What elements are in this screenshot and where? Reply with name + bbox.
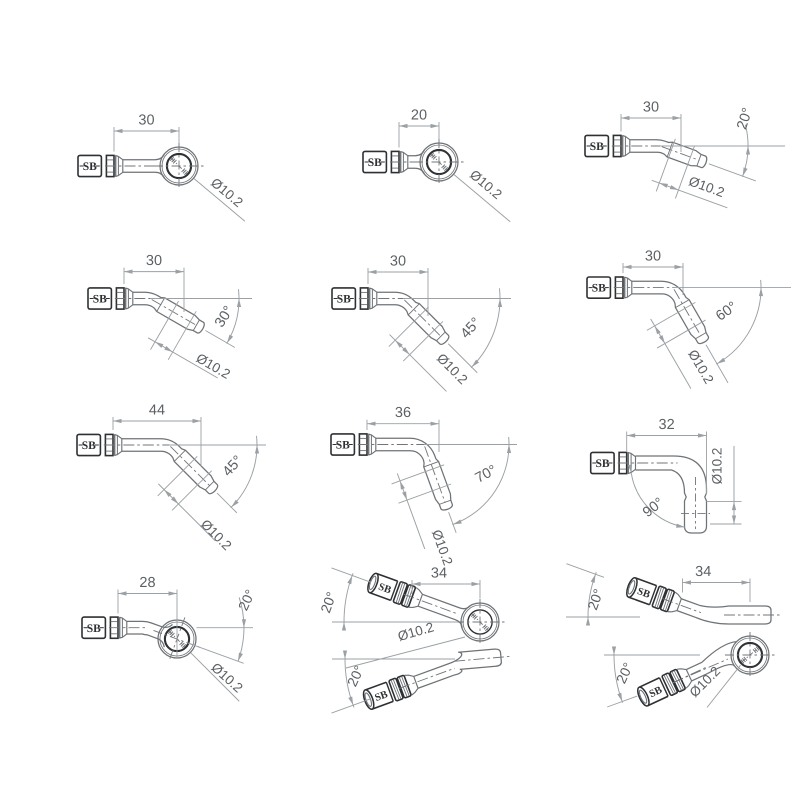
svg-text:20°: 20° <box>317 590 339 615</box>
svg-text:SB: SB <box>337 294 351 306</box>
svg-text:34: 34 <box>431 566 447 582</box>
svg-text:SB: SB <box>368 157 382 169</box>
svg-text:36: 36 <box>395 405 411 421</box>
svg-text:SB: SB <box>93 294 107 306</box>
svg-text:32: 32 <box>659 417 675 433</box>
svg-text:SB: SB <box>592 283 606 295</box>
svg-text:SB: SB <box>373 689 389 704</box>
svg-text:SB: SB <box>595 458 609 470</box>
svg-text:20: 20 <box>411 108 427 124</box>
svg-text:SB: SB <box>590 141 604 153</box>
svg-text:SB: SB <box>648 685 664 700</box>
svg-text:30: 30 <box>390 254 406 270</box>
svg-text:28: 28 <box>139 575 155 591</box>
svg-text:SB: SB <box>636 586 652 601</box>
svg-text:SB: SB <box>83 161 97 173</box>
svg-text:20°: 20° <box>584 587 606 612</box>
svg-text:30: 30 <box>146 253 162 269</box>
svg-text:30: 30 <box>645 249 661 265</box>
svg-text:SB: SB <box>82 440 96 452</box>
svg-text:30: 30 <box>643 100 659 116</box>
svg-text:30: 30 <box>138 113 154 129</box>
svg-text:34: 34 <box>695 564 711 580</box>
svg-text:SB: SB <box>377 582 393 597</box>
svg-text:Ø10.2: Ø10.2 <box>710 448 725 485</box>
svg-text:SB: SB <box>336 440 350 452</box>
svg-text:SB: SB <box>87 623 101 635</box>
svg-text:20°: 20° <box>734 106 756 132</box>
svg-text:44: 44 <box>149 403 165 419</box>
